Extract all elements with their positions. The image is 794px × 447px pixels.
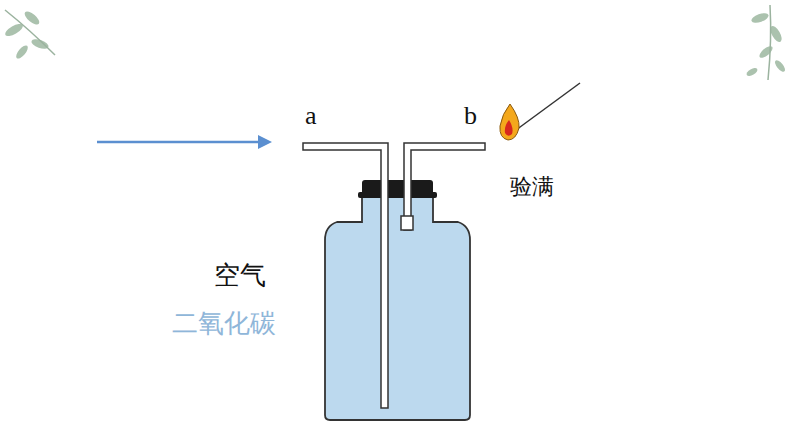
- short-tube-end: [401, 216, 413, 230]
- flame: [500, 104, 519, 140]
- stopper-rim: [358, 192, 437, 198]
- gas-label: 空气: [214, 262, 266, 288]
- inflow-arrow: [97, 135, 272, 149]
- tube-label: b: [464, 103, 477, 129]
- short-tube: [404, 143, 485, 230]
- test-label: 验满: [510, 176, 554, 198]
- image-panel: [245, 65, 545, 437]
- tube-label: a: [305, 103, 317, 129]
- long-tube: [303, 143, 388, 408]
- leaf-decoration: [3, 9, 55, 60]
- leaf-decoration: [745, 5, 786, 80]
- match-stick: [516, 83, 580, 130]
- flame-core: [505, 120, 513, 136]
- gas-bottle: [325, 196, 470, 420]
- gas-label: 二氧化碳: [172, 310, 276, 336]
